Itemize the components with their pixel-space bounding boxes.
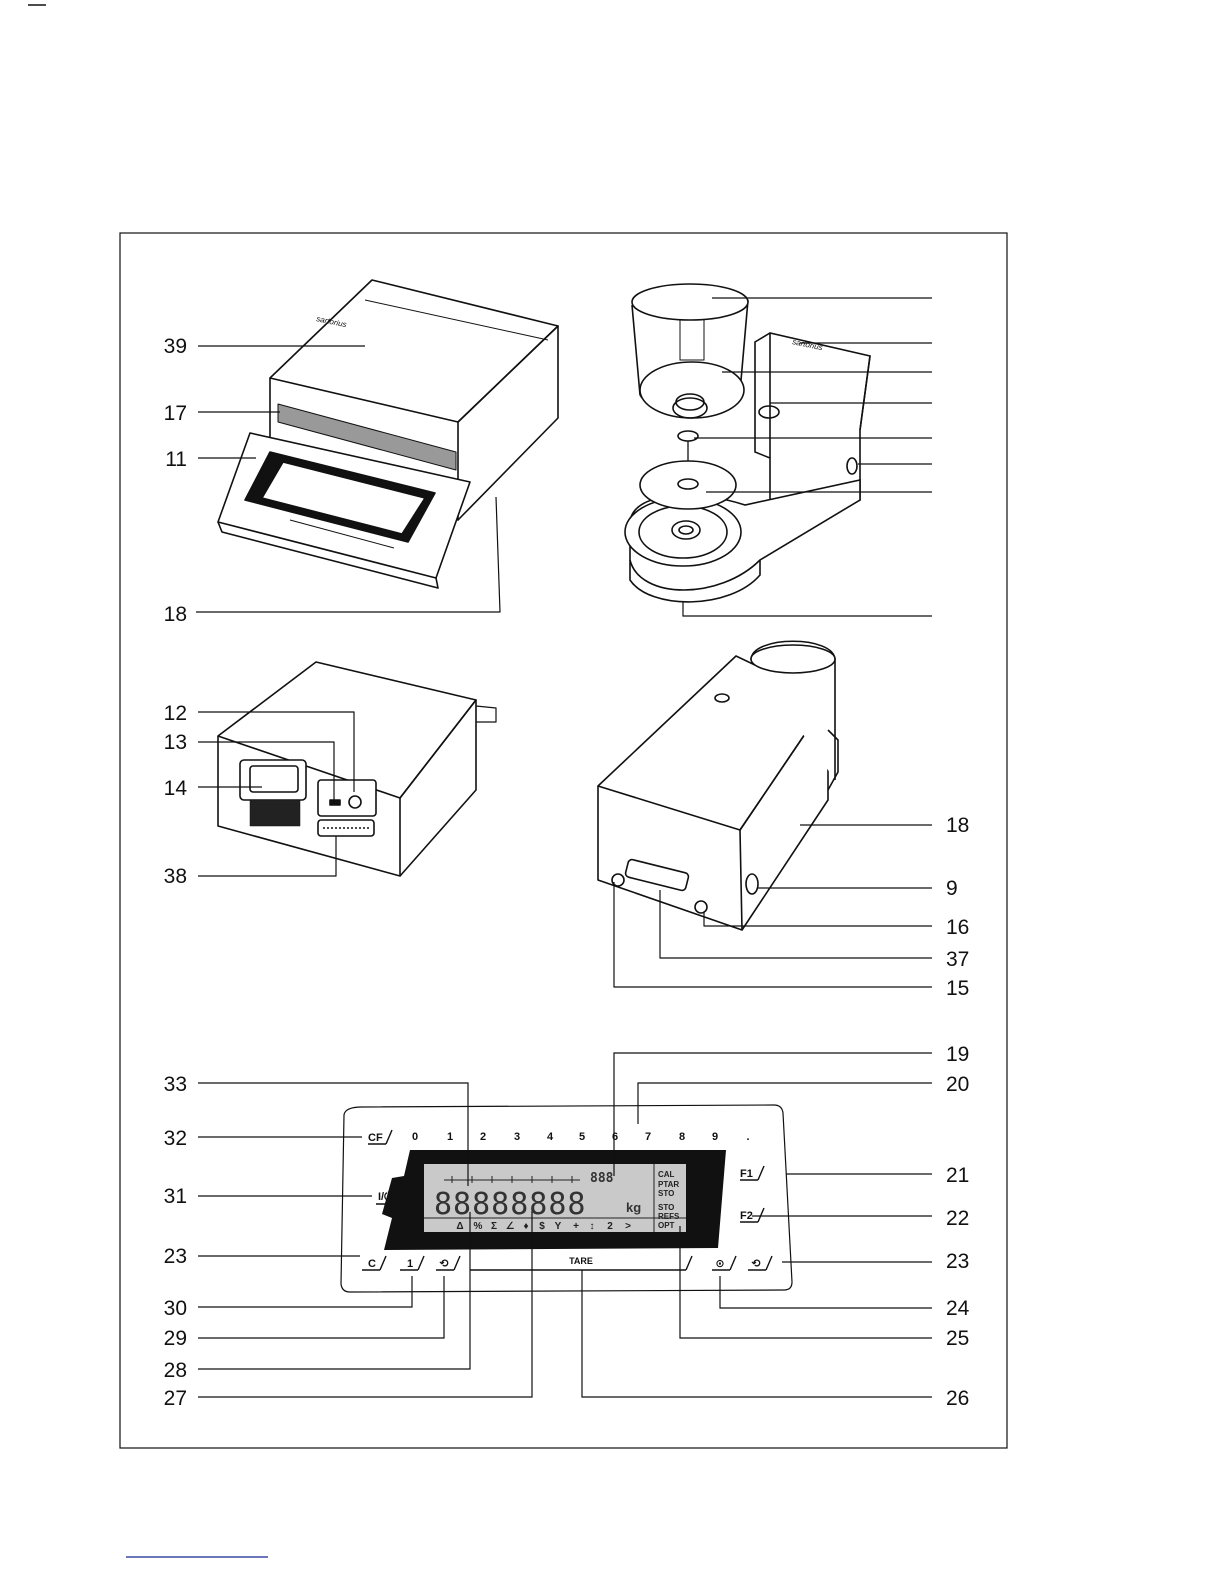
lcd-symbol: Y xyxy=(555,1221,562,1232)
lcd-status-label: REFS xyxy=(658,1212,680,1221)
bottom-key-label: ⊙ xyxy=(715,1258,724,1270)
callout-20: 20 xyxy=(946,1073,969,1096)
callout-15: 15 xyxy=(946,977,969,1000)
digit-key-label: 4 xyxy=(547,1131,554,1143)
bottom-key-label: ⟲ xyxy=(751,1258,760,1270)
lcd-symbol: ♦ xyxy=(523,1221,528,1232)
callout-24: 24 xyxy=(946,1297,970,1320)
callout-11: 11 xyxy=(165,448,187,471)
callout-32: 32 xyxy=(164,1127,187,1150)
digit-key-label: 0 xyxy=(412,1131,418,1143)
digit-key-label: 1 xyxy=(447,1131,453,1143)
callout-38: 38 xyxy=(164,865,187,888)
callout-27: 27 xyxy=(164,1387,187,1410)
digit-key-label: 6 xyxy=(612,1131,618,1143)
bottom-key-label: C xyxy=(368,1258,376,1270)
lcd-symbol: 2 xyxy=(607,1221,613,1232)
digit-key-label: 8 xyxy=(679,1131,685,1143)
callout-14: 14 xyxy=(164,777,188,800)
callout-39: 39 xyxy=(164,335,187,358)
callout-18a: 18 xyxy=(164,603,187,626)
lcd-symbol: > xyxy=(625,1221,631,1232)
callout-23b: 23 xyxy=(946,1250,969,1273)
lcd-unit: kg xyxy=(626,1200,641,1215)
bottom-key-label: ⟲ xyxy=(439,1258,448,1270)
callout-22: 22 xyxy=(946,1207,969,1230)
callout-28: 28 xyxy=(164,1359,187,1382)
balance-rear-view xyxy=(198,662,496,876)
digit-key-label: 7 xyxy=(645,1131,651,1143)
callout-25: 25 xyxy=(946,1327,969,1350)
callout-23a: 23 xyxy=(164,1245,187,1268)
lcd-status-label: PTAR xyxy=(658,1180,679,1189)
callout-37: 37 xyxy=(946,948,969,971)
callout-29: 29 xyxy=(164,1327,187,1350)
bottom-key-label: 1 xyxy=(407,1258,413,1270)
lcd-main-digits: 88888888 xyxy=(434,1187,587,1222)
balance-side-view xyxy=(598,641,932,987)
callout-18b: 18 xyxy=(946,814,969,837)
lcd-status-label: OPT xyxy=(658,1221,675,1230)
figure-frame xyxy=(120,233,1007,1448)
lcd-status-label: STO xyxy=(658,1203,674,1212)
lcd-small-digits: 888 xyxy=(590,1171,614,1186)
digit-key-label: 9 xyxy=(712,1131,718,1143)
callout-13: 13 xyxy=(164,731,187,754)
lcd-symbol: + xyxy=(573,1221,579,1232)
lcd-status-label: CAL xyxy=(658,1170,675,1179)
lcd-symbol: % xyxy=(474,1221,483,1232)
callout-16: 16 xyxy=(946,916,969,939)
callout-17: 17 xyxy=(164,402,187,425)
callout-9: 9 xyxy=(946,877,958,900)
power-key-label: I/⏻ xyxy=(378,1190,393,1203)
lcd-symbol: Δ xyxy=(456,1221,463,1232)
lcd-status-label: STO xyxy=(658,1189,674,1198)
callout-26: 26 xyxy=(946,1387,969,1410)
callout-19: 19 xyxy=(946,1043,969,1066)
balance-exploded-view xyxy=(625,284,932,616)
tare-label: TARE xyxy=(569,1256,593,1266)
lcd-symbol: Σ xyxy=(491,1221,497,1232)
callout-31: 31 xyxy=(164,1185,187,1208)
digit-key-label: . xyxy=(746,1131,749,1143)
lcd-symbol: $ xyxy=(539,1221,545,1232)
keypad-display-detail xyxy=(198,1053,932,1397)
digit-key-label: 3 xyxy=(514,1131,520,1143)
f2-key-label: F2 xyxy=(740,1210,753,1222)
digit-key-label: 5 xyxy=(579,1131,585,1143)
callout-12: 12 xyxy=(164,702,187,725)
digit-key-label: 2 xyxy=(480,1131,486,1143)
callout-30: 30 xyxy=(164,1297,187,1320)
f1-key-label: F1 xyxy=(740,1168,753,1180)
cf-key-label: CF xyxy=(368,1132,383,1144)
lcd-symbol: ∠ xyxy=(506,1221,515,1232)
callout-21: 21 xyxy=(946,1164,969,1187)
lcd-symbol: ↕ xyxy=(590,1221,595,1232)
callout-33: 33 xyxy=(164,1073,187,1096)
balance-front-view xyxy=(196,280,558,612)
